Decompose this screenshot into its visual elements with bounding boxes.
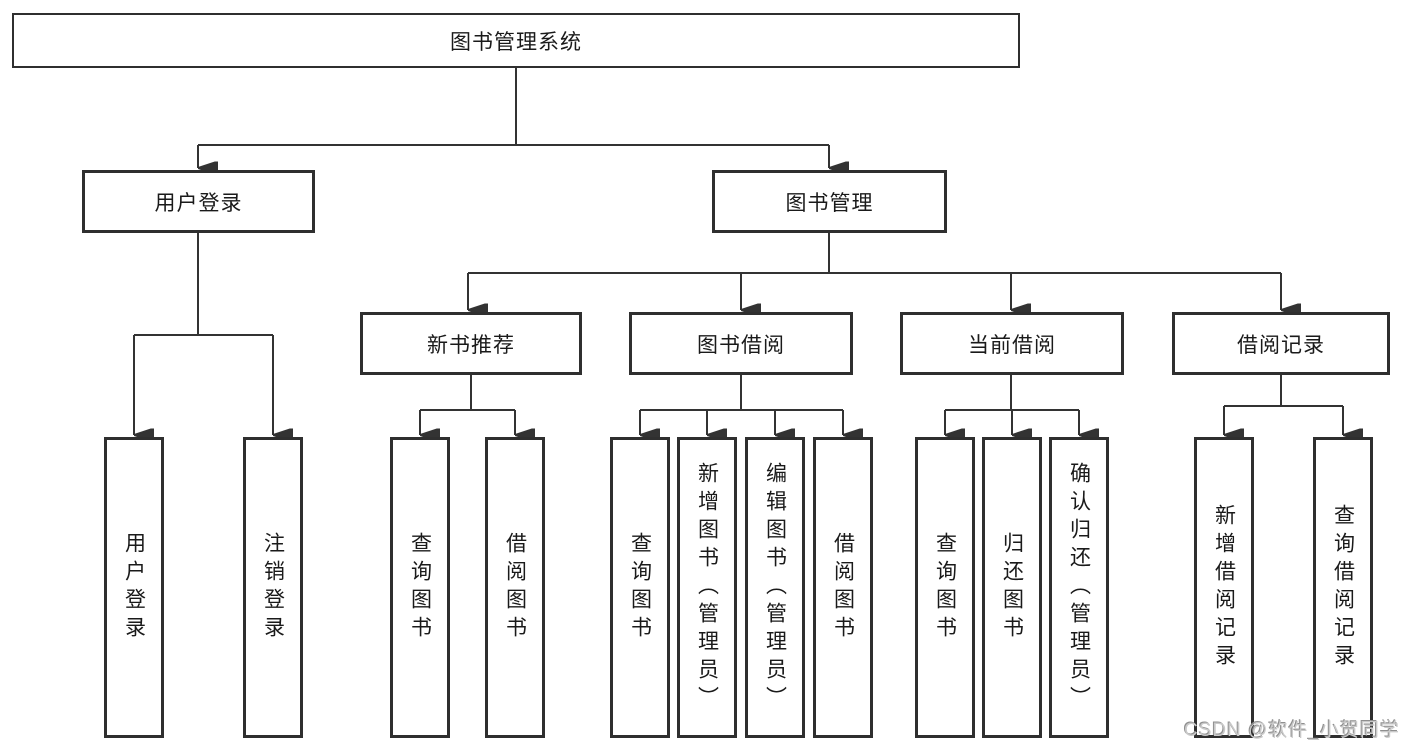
node-label: 当前借阅 <box>968 333 1056 357</box>
node-book-management: 图书管理 <box>712 170 947 233</box>
leaf-borrowing-borrow-books: 借阅图书 <box>813 437 873 738</box>
leaf-borrowing-edit-books-admin: 编辑图书（管理员） <box>745 437 805 738</box>
leaf-label: 借阅图书 <box>503 531 527 644</box>
leaf-label: 查询图书 <box>408 531 432 644</box>
leaf-current-confirm-return-admin: 确认归还（管理员） <box>1049 437 1109 738</box>
node-label: 图书借阅 <box>697 333 785 357</box>
leaf-label: 注销登录 <box>261 531 285 644</box>
node-label: 用户登录 <box>154 191 243 215</box>
leaf-records-query-borrow-record: 查询借阅记录 <box>1313 437 1373 738</box>
node-label: 图书管理 <box>785 191 874 215</box>
leaf-label: 归还图书 <box>1000 531 1024 644</box>
leaf-label: 查询图书 <box>933 531 957 644</box>
leaf-newbook-query-books: 查询图书 <box>390 437 450 738</box>
leaf-label: 借阅图书 <box>831 531 855 644</box>
leaf-borrowing-query-books: 查询图书 <box>610 437 670 738</box>
leaf-label: 新增借阅记录 <box>1212 503 1236 672</box>
node-book-borrowing: 图书借阅 <box>629 312 853 375</box>
csdn-watermark: CSDN @软件_小贺同学 <box>1184 720 1400 741</box>
leaf-label: 查询借阅记录 <box>1331 503 1355 672</box>
leaf-records-add-borrow-record: 新增借阅记录 <box>1194 437 1254 738</box>
leaf-borrowing-add-books-admin: 新增图书（管理员） <box>677 437 737 738</box>
node-borrowing-records: 借阅记录 <box>1172 312 1390 375</box>
leaf-label: 用户登录 <box>122 531 146 644</box>
leaf-current-query-books: 查询图书 <box>915 437 975 738</box>
node-label: 新书推荐 <box>427 333 515 357</box>
node-user-login: 用户登录 <box>82 170 315 233</box>
node-current-borrowing: 当前借阅 <box>900 312 1124 375</box>
leaf-label: 新增图书（管理员） <box>695 461 719 714</box>
leaf-user-login: 用户登录 <box>104 437 164 738</box>
node-root-system: 图书管理系统 <box>12 13 1020 68</box>
leaf-label: 编辑图书（管理员） <box>763 461 787 714</box>
node-label: 借阅记录 <box>1237 333 1325 357</box>
leaf-label: 确认归还（管理员） <box>1067 461 1091 714</box>
leaf-newbook-borrow-books: 借阅图书 <box>485 437 545 738</box>
node-label: 图书管理系统 <box>450 30 582 54</box>
leaf-current-return-books: 归还图书 <box>982 437 1042 738</box>
leaf-label: 查询图书 <box>628 531 652 644</box>
leaf-logout: 注销登录 <box>243 437 303 738</box>
node-new-book-recommendation: 新书推荐 <box>360 312 582 375</box>
